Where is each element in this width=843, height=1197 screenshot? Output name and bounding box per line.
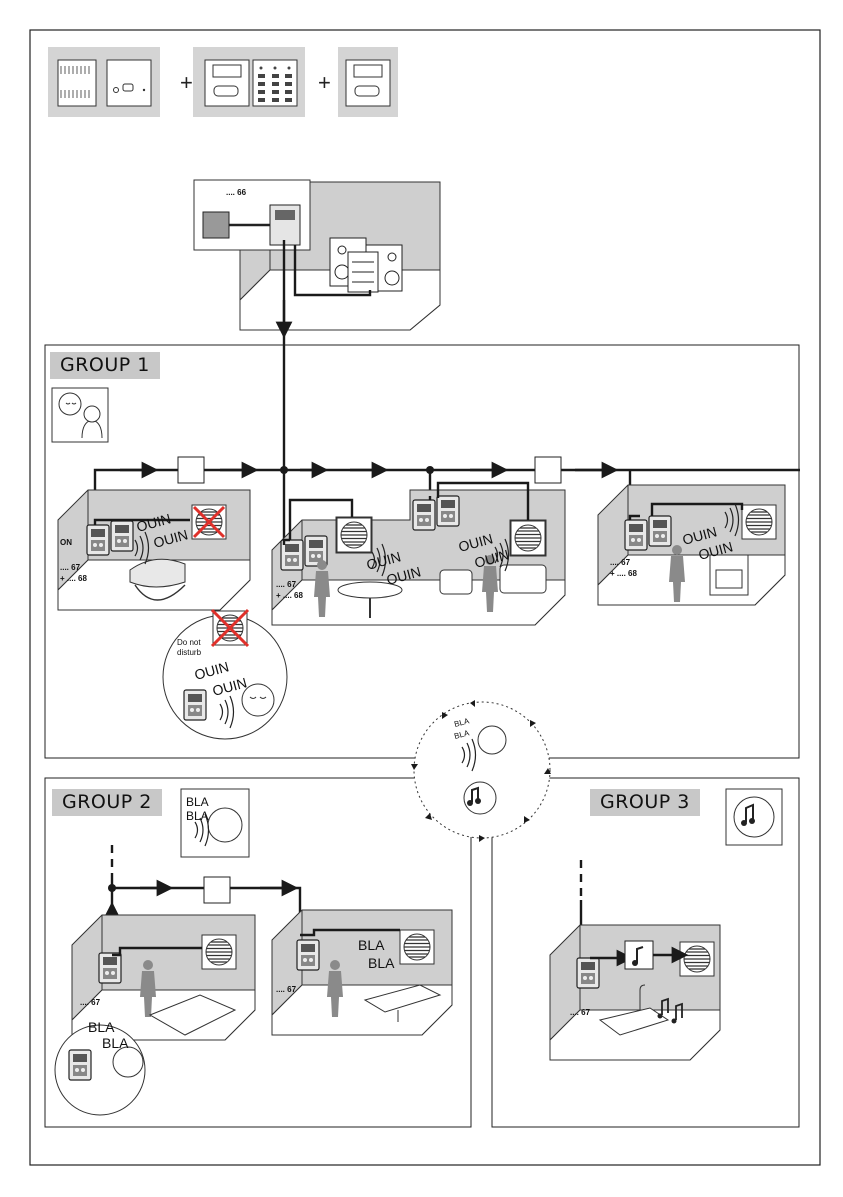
- speech-signal-box: [204, 877, 230, 903]
- baby-signal-box-1: [178, 457, 204, 483]
- bla-office-2: BLA: [368, 955, 395, 971]
- disturb-label: disturb: [177, 648, 202, 657]
- code-67-bathroom: .... 67: [570, 1008, 591, 1017]
- group-2-label: GROUP 2: [52, 789, 162, 816]
- plus-sign-2: +: [318, 70, 331, 95]
- baby-crying-icon: [52, 388, 108, 442]
- code-67-office: .... 67: [276, 985, 297, 994]
- code-67-nursery: .... 67: [60, 563, 81, 572]
- group-3-label: GROUP 3: [590, 789, 700, 816]
- group-1-label: GROUP 1: [50, 352, 160, 379]
- code-67-bedroom: .... 67: [80, 998, 101, 1007]
- code-68-kitchen: + .... 68: [610, 569, 637, 578]
- bus-node-2: [426, 466, 434, 474]
- music-note-icon: [726, 789, 782, 845]
- bla-icon-1: BLA: [186, 795, 209, 809]
- room-bathroom: [550, 925, 720, 1060]
- bla-bedroom-2: BLA: [102, 1035, 129, 1051]
- room-bedroom: [55, 915, 255, 1115]
- bus-node-1: [280, 466, 288, 474]
- baby-signal-box-2: [535, 457, 561, 483]
- cycle-circle: [411, 700, 551, 842]
- bus-node-3: [108, 884, 116, 892]
- plus-sign-1: +: [180, 70, 193, 95]
- product-box-3: [338, 47, 398, 117]
- do-not-label: Do not: [177, 638, 201, 647]
- bla-bedroom-1: BLA: [88, 1019, 115, 1035]
- bla-office-1: BLA: [358, 937, 385, 953]
- source-room: [194, 180, 440, 330]
- code-68-dining: + .... 68: [276, 591, 303, 600]
- code-68-nursery: + .... 68: [60, 574, 87, 583]
- code-67-kitchen: .... 67: [610, 558, 631, 567]
- product-box-2: [193, 47, 305, 117]
- code-67-dining: .... 67: [276, 580, 297, 589]
- room-dining-living: [272, 483, 565, 625]
- bla-icon-2: BLA: [186, 809, 209, 823]
- code-66: .... 66: [226, 188, 247, 197]
- room-office: [272, 910, 452, 1035]
- room-nursery: [58, 490, 250, 610]
- label-on: ON: [60, 538, 72, 547]
- product-box-1: [48, 47, 160, 117]
